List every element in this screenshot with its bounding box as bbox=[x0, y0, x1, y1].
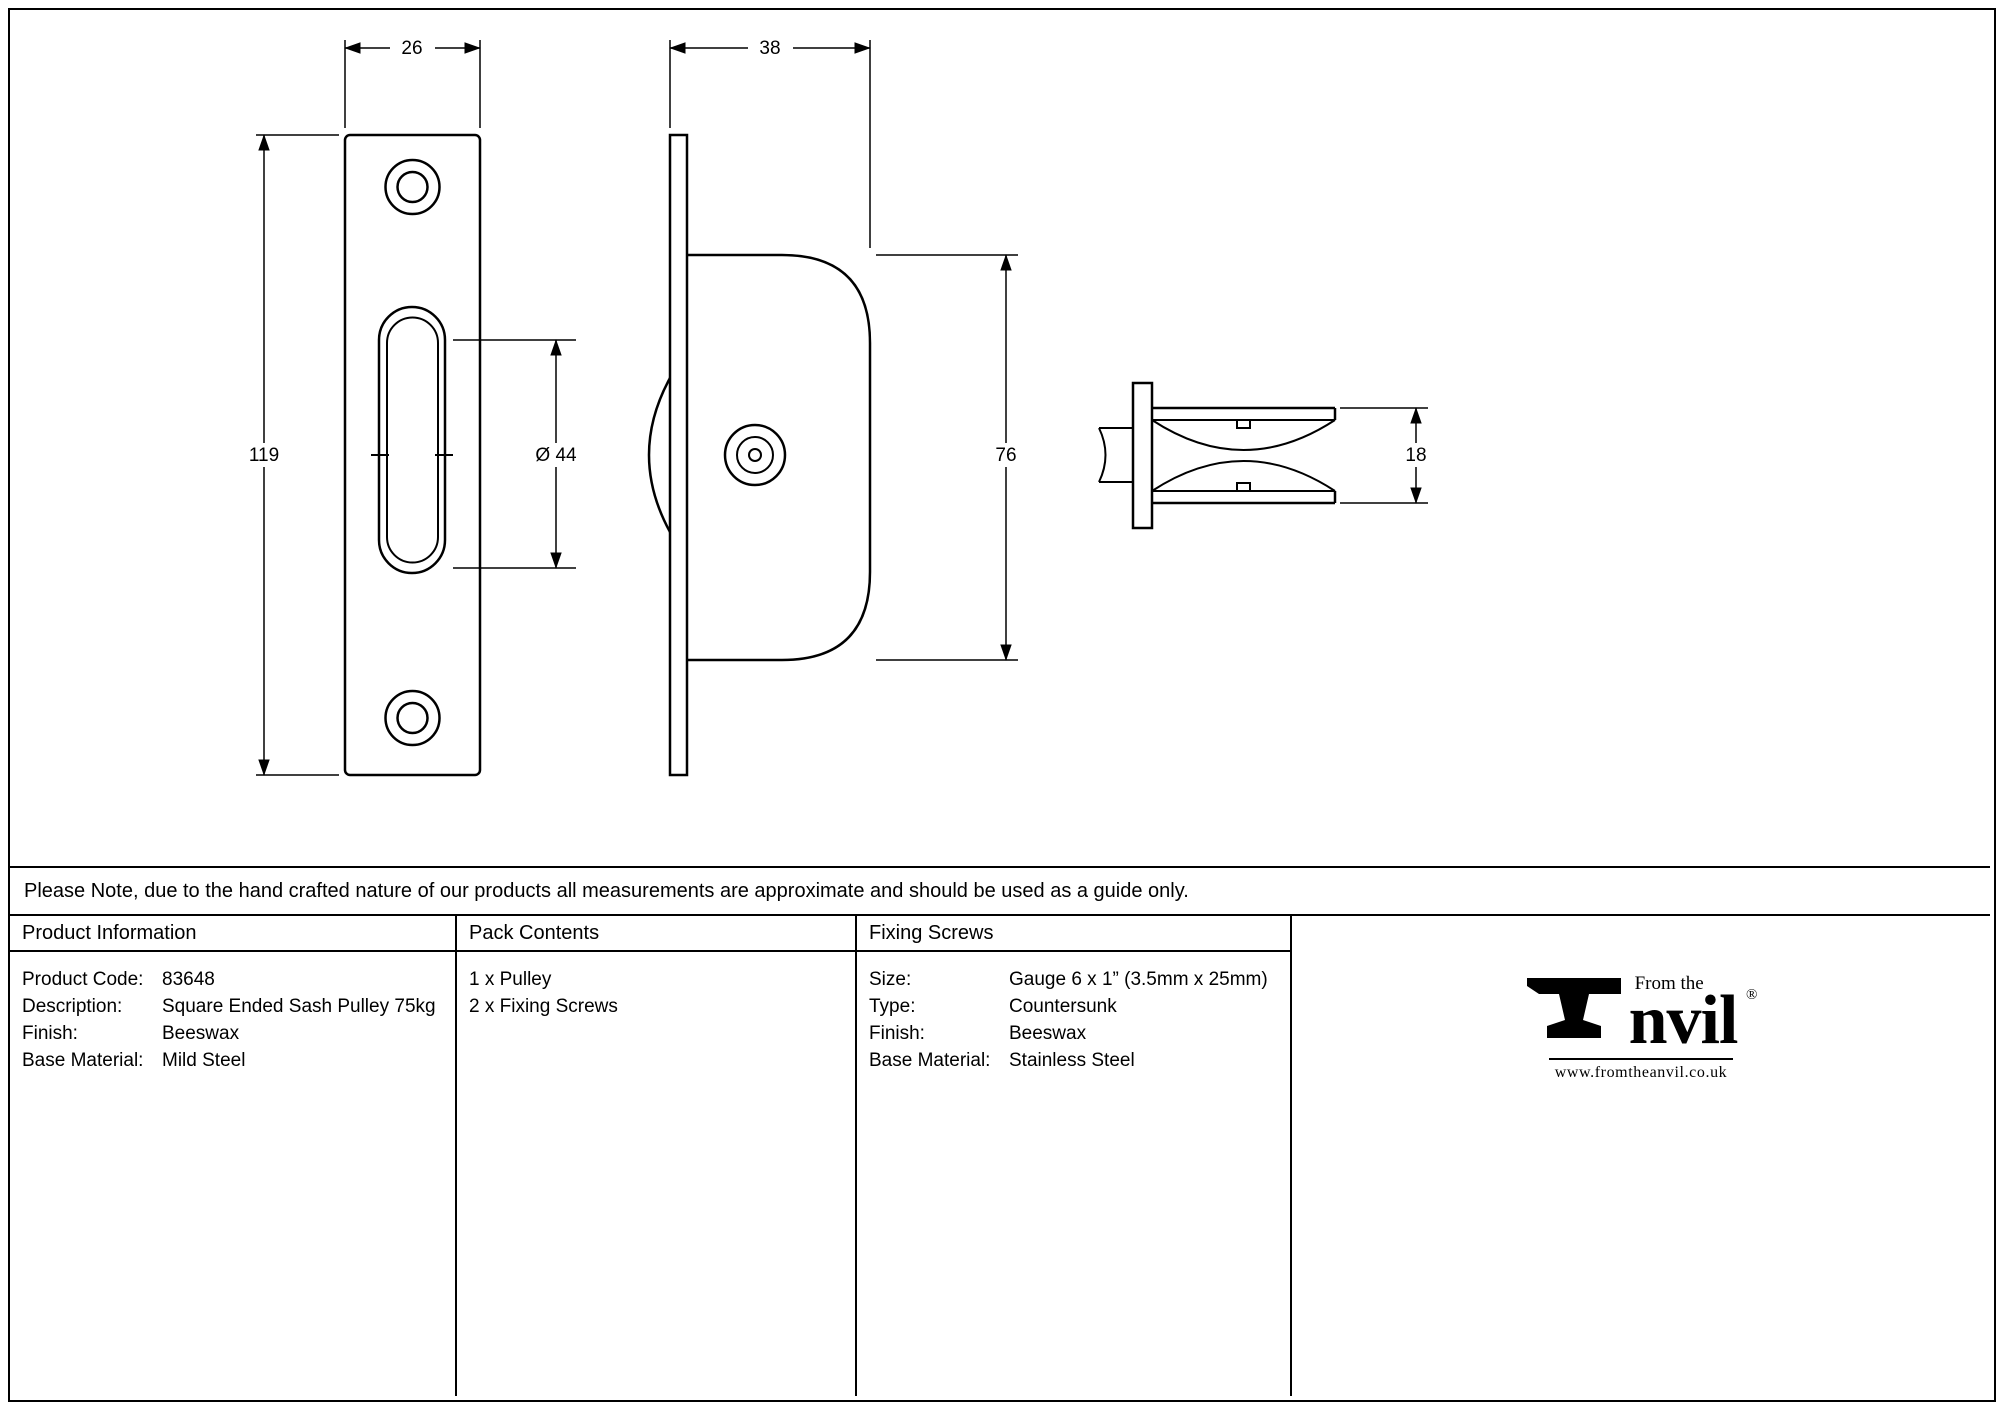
technical-drawing: 26 119 Ø 44 38 76 18 bbox=[238, 36, 1440, 777]
row-label: Finish: bbox=[22, 1023, 78, 1044]
website-url: www.fromtheanvil.co.uk bbox=[1548, 1058, 1734, 1082]
section-view bbox=[1098, 381, 1337, 530]
product-information-header: Product Information bbox=[10, 916, 455, 952]
pack-contents-header: Pack Contents bbox=[457, 916, 855, 952]
from-the-anvil-logo: From the nvil ® bbox=[1525, 964, 1758, 1055]
fixing-screws-header: Fixing Screws bbox=[857, 916, 1290, 952]
fixing-screws-column: Fixing Screws Size: Gauge 6 x 1” (3.5mm … bbox=[857, 916, 1292, 1396]
row-value: Mild Steel bbox=[162, 1050, 246, 1071]
dim-wheel-width: 18 bbox=[1405, 445, 1426, 466]
page-frame: 26 119 Ø 44 38 76 18 Please Note, due to… bbox=[8, 8, 1996, 1402]
table-row: Base Material: Mild Steel bbox=[22, 1047, 443, 1074]
table-row: Base Material: Stainless Steel bbox=[869, 1047, 1278, 1074]
logo-wordmark: nvil bbox=[1628, 981, 1739, 1059]
dim-wheel-diameter: Ø 44 bbox=[535, 445, 577, 466]
table-row: Size: Gauge 6 x 1” (3.5mm x 25mm) bbox=[869, 966, 1278, 993]
dim-case-height: 76 bbox=[995, 445, 1016, 466]
row-value: 83648 bbox=[162, 969, 215, 990]
row-value: Gauge 6 x 1” (3.5mm x 25mm) bbox=[1009, 969, 1268, 990]
logo-tagline: From the bbox=[1634, 972, 1704, 994]
info-table: Product Information Product Code: 83648 … bbox=[10, 914, 1990, 1396]
pack-contents-column: Pack Contents 1 x Pulley 2 x Fixing Scre… bbox=[457, 916, 857, 1396]
dim-front-width: 26 bbox=[401, 38, 422, 59]
row-label: Product Code: bbox=[22, 969, 144, 990]
measurement-note: Please Note, due to the hand crafted nat… bbox=[10, 866, 1990, 914]
dimension-labels: 26 119 Ø 44 38 76 18 bbox=[238, 36, 1440, 467]
row-label: Description: bbox=[22, 996, 123, 1017]
pack-item: 2 x Fixing Screws bbox=[469, 996, 618, 1017]
row-label: Type: bbox=[869, 996, 916, 1017]
row-label: Finish: bbox=[869, 1023, 925, 1044]
pack-item: 1 x Pulley bbox=[469, 969, 552, 990]
table-row: Finish: Beeswax bbox=[22, 1020, 443, 1047]
anvil-icon bbox=[1526, 978, 1621, 1038]
brand-logo-cell: From the nvil ® www.fromtheanvil.co.uk bbox=[1292, 916, 1990, 1396]
row-value: Square Ended Sash Pulley 75kg bbox=[162, 996, 436, 1017]
front-view bbox=[343, 133, 482, 777]
row-label: Base Material: bbox=[22, 1050, 144, 1071]
registered-trademark-icon: ® bbox=[1746, 986, 1758, 1003]
row-value: Beeswax bbox=[1009, 1023, 1087, 1044]
dim-front-height: 119 bbox=[249, 445, 279, 466]
table-row: Type: Countersunk bbox=[869, 993, 1278, 1020]
side-view bbox=[647, 133, 872, 777]
table-row: Product Code: 83648 bbox=[22, 966, 443, 993]
product-information-column: Product Information Product Code: 83648 … bbox=[10, 916, 457, 1396]
note-text: Please Note, due to the hand crafted nat… bbox=[24, 879, 1189, 902]
table-row: Description: Square Ended Sash Pulley 75… bbox=[22, 993, 443, 1020]
row-value: Stainless Steel bbox=[1009, 1050, 1135, 1071]
row-label: Base Material: bbox=[869, 1050, 991, 1071]
dim-side-depth: 38 bbox=[759, 38, 780, 59]
row-value: Beeswax bbox=[162, 1023, 240, 1044]
row-label: Size: bbox=[869, 969, 912, 990]
table-row: Finish: Beeswax bbox=[869, 1020, 1278, 1047]
row-value: Countersunk bbox=[1009, 996, 1117, 1017]
